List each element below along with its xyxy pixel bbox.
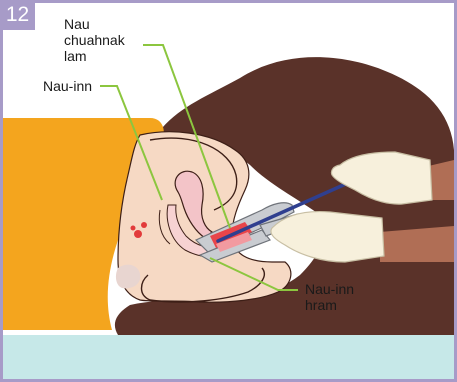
lower-glove bbox=[271, 212, 384, 262]
ovary-dot bbox=[131, 226, 136, 231]
step-number-badge: 12 bbox=[0, 0, 35, 30]
exam-table bbox=[3, 335, 454, 379]
label-uterus: Nau-inn bbox=[43, 78, 92, 94]
label-cervix: Nau chuahnak lam bbox=[64, 16, 125, 64]
label-cervix-line: lam bbox=[64, 48, 125, 64]
label-cervix-line: chuahnak bbox=[64, 32, 125, 48]
label-cervix-line: Nau bbox=[64, 16, 125, 32]
label-vagina-line: hram bbox=[305, 297, 354, 313]
lower-arm bbox=[380, 226, 454, 262]
label-vagina: Nau-inn hram bbox=[305, 281, 354, 313]
label-vagina-line: Nau-inn bbox=[305, 281, 354, 297]
ovary-dot bbox=[141, 222, 147, 228]
ovary-dot bbox=[134, 230, 142, 238]
